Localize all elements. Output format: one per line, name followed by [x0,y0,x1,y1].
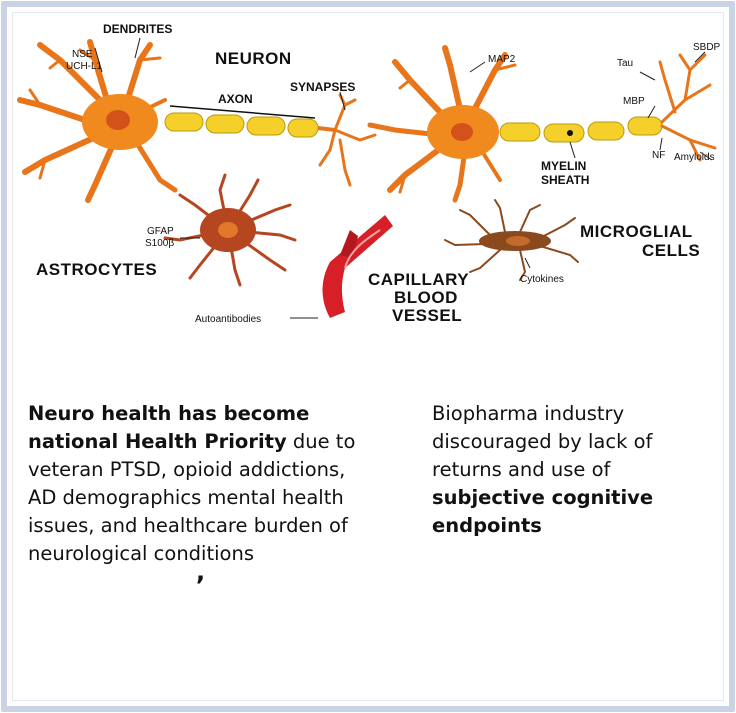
label-dendrites: DENDRITES [103,22,172,36]
left-neuron-nucleus [106,110,130,130]
astrocyte-nucleus [218,222,238,238]
label-microglial-1: MICROGLIAL [580,222,693,241]
right-axon-myelin [500,117,662,142]
right-neuron-nucleus [451,123,473,141]
axon-terminal [318,128,335,130]
label-gfap: GFAP [147,226,174,237]
label-capillary-2: BLOOD [394,288,458,307]
right-text-plain: Biopharma industry discouraged by lack o… [432,402,652,481]
label-myelin-2: SHEATH [541,173,589,187]
right-text-bold: subjective cognitive endpoints [432,486,653,537]
label-tau: Tau [617,58,633,69]
label-capillary-1: CAPILLARY [368,270,469,289]
label-amyloids: Amyloids [674,152,715,163]
label-nf: NF [652,150,665,161]
label-synapses: SYNAPSES [290,80,355,94]
label-uchl1: UCH-L1 [66,61,103,72]
stray-comma: , [196,558,205,586]
label-microglial-2: CELLS [642,241,700,260]
label-axon: AXON [218,92,253,106]
label-myelin-1: MYELIN [541,159,586,173]
capillary-vessel [323,215,394,318]
label-mbp: MBP [623,96,645,107]
label-map2: MAP2 [488,54,516,65]
label-nse: NSE [72,49,93,60]
label-neuron: NEURON [215,49,292,68]
myelin-pointer-dot [567,130,573,136]
label-sbdp: SBDP [693,42,721,53]
label-autoantibodies: Autoantibodies [195,314,261,325]
label-astrocytes: ASTROCYTES [36,260,157,279]
label-capillary-3: VESSEL [392,306,462,325]
right-text-block: Biopharma industry discouraged by lack o… [432,400,722,540]
right-terminal-branches [660,55,715,160]
microglia-nucleus [506,236,530,246]
synapse-terminals [320,95,375,185]
label-cytokines: Cytokines [520,274,564,285]
label-s100b: S100β [145,238,174,249]
left-text-block: Neuro health has become national Health … [28,400,378,568]
left-text-bold: Neuro health has become national Health … [28,402,309,453]
neuron-diagram: NSE UCH-L1 DENDRITES NEURON AXON SYNAPSE… [0,0,736,340]
